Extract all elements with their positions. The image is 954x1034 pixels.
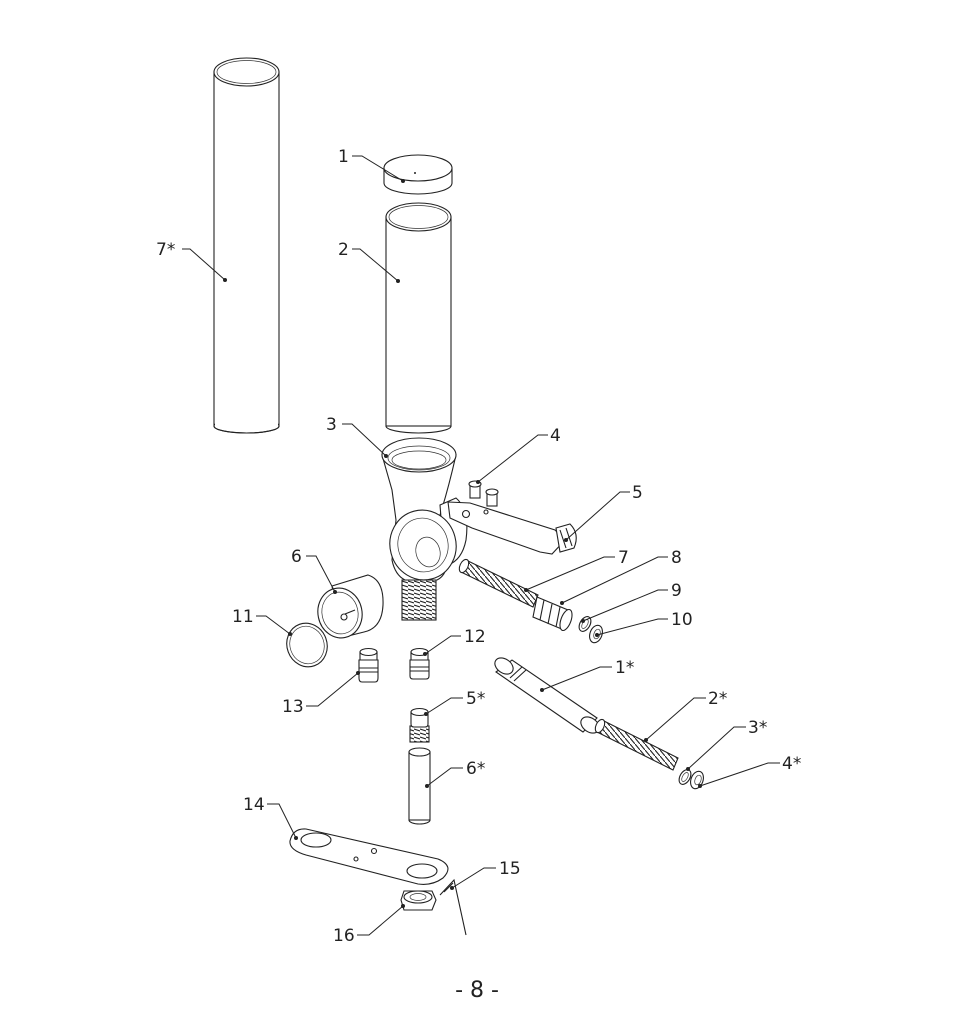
callout-2-star: 2* [708, 689, 727, 709]
callout-1-star: 1* [615, 658, 634, 678]
part-side-washer [678, 769, 692, 785]
part-side-tube [494, 657, 600, 734]
callout-1: 1 [338, 147, 349, 167]
callout-5: 5 [632, 483, 643, 503]
part-ring [286, 622, 328, 668]
page-number: - 8 - [455, 978, 499, 1003]
callout-13: 13 [282, 697, 304, 717]
part-long-tube [213, 57, 280, 434]
callout-16: 16 [333, 926, 355, 946]
callout-5-star: 5* [466, 689, 485, 709]
part-side-cap [317, 574, 384, 639]
part-fitting [409, 707, 430, 743]
callout-12: 12 [464, 627, 486, 647]
part-plug-left [358, 647, 379, 683]
callout-3: 3 [326, 415, 337, 435]
callout-6: 6 [291, 547, 302, 567]
part-lever-handle [447, 501, 577, 555]
callout-labels: 1 2 3 4 5 6 7 8 9 10 11 12 13 14 15 16 1… [156, 147, 801, 946]
callout-9: 9 [671, 581, 682, 601]
part-side-threaded-rod [594, 718, 679, 771]
part-threaded-rod [458, 558, 539, 608]
callout-2: 2 [338, 240, 349, 260]
part-screws [468, 480, 499, 507]
leader-lines [182, 155, 780, 936]
callout-10: 10 [671, 610, 693, 630]
callout-4-star: 4* [782, 754, 801, 774]
part-body-housing [381, 437, 468, 621]
callout-8: 8 [671, 548, 682, 568]
part-mounting-plate [289, 828, 449, 885]
callout-14: 14 [243, 795, 265, 815]
part-hex-key [439, 878, 467, 936]
part-tube-cap [383, 154, 453, 195]
callout-11: 11 [232, 607, 254, 627]
callout-15: 15 [499, 859, 521, 879]
callout-7: 7 [618, 548, 629, 568]
callout-3-star: 3* [748, 718, 767, 738]
part-tube [385, 202, 452, 434]
part-hex-coupling [532, 596, 573, 632]
part-pipe [408, 747, 431, 825]
part-nut [400, 890, 437, 911]
callout-4: 4 [550, 426, 561, 446]
callout-7-star: 7* [156, 240, 175, 260]
callout-6-star: 6* [466, 759, 485, 779]
